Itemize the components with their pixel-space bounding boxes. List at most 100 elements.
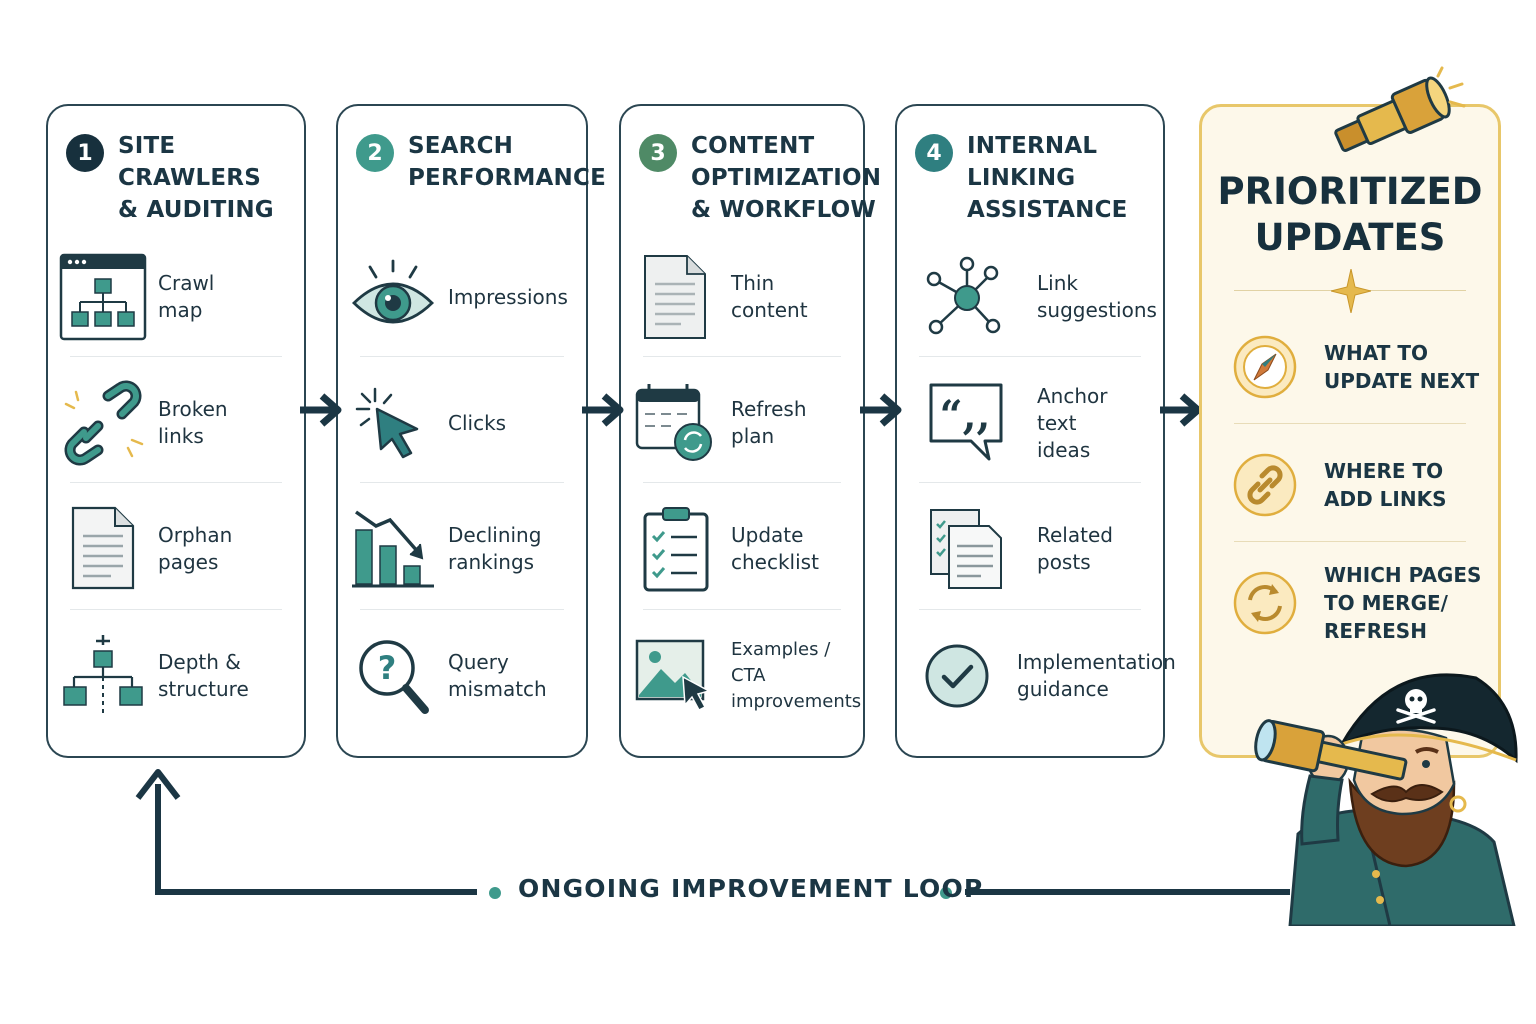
item-label: Query mismatch: [448, 650, 547, 701]
arrow-right-icon: [1160, 393, 1202, 427]
step-number-badge: 3: [639, 134, 677, 172]
loop-connector: [135, 769, 1290, 899]
divider: [919, 356, 1141, 357]
list-item: Where to add links: [1232, 435, 1488, 535]
list-item: Impressions: [338, 234, 586, 360]
divider: [643, 609, 841, 610]
item-label: Update checklist: [731, 523, 819, 574]
item-label: Where to add links: [1324, 459, 1447, 511]
item-label: Orphan pages: [158, 523, 233, 574]
loop-label: ONGOING IMPROVEMENT LOOP: [518, 874, 984, 903]
arrow-right-icon: [860, 393, 902, 427]
divider: [360, 356, 564, 357]
item-label: Related posts: [1037, 523, 1113, 574]
step-title: Search performance: [408, 133, 606, 191]
item-label: Depth & structure: [158, 650, 249, 701]
list-item: Clicks: [338, 360, 586, 486]
stacked-documents-icon: [897, 499, 1037, 599]
declining-bar-chart-icon: [338, 499, 448, 599]
item-label: Refresh plan: [731, 397, 807, 448]
divider: [360, 482, 564, 483]
list-item: ? Query mismatch: [338, 613, 586, 739]
step-title: Site crawlers & auditing: [118, 133, 274, 223]
list-item: Crawl map: [48, 234, 304, 360]
list-item: Thin content: [621, 234, 863, 360]
step-header: 1 Site crawlers & auditing: [66, 130, 304, 226]
divider: [919, 482, 1141, 483]
compass-star-icon: [1331, 269, 1371, 313]
list-item: Orphan pages: [48, 486, 304, 612]
step-card-site-crawlers: 1 Site crawlers & auditing Crawl map: [46, 104, 306, 758]
item-label: Declining rankings: [448, 523, 542, 574]
item-label: What to update next: [1324, 341, 1480, 393]
clipboard-checklist-icon: [621, 499, 731, 599]
item-label: Link suggestions: [1037, 271, 1157, 322]
network-nodes-icon: [897, 247, 1037, 347]
divider: [70, 609, 282, 610]
compass-icon: [1233, 335, 1297, 399]
thin-document-icon: [621, 247, 731, 347]
cursor-click-icon: [338, 373, 448, 473]
divider: [1234, 423, 1466, 424]
divider: [643, 482, 841, 483]
step-header: 2 Search performance: [356, 130, 606, 194]
eye-icon: [338, 247, 448, 347]
prioritized-updates-card: PRIORITIZED UPDATES What to update next …: [1199, 104, 1501, 758]
broken-link-icon: [48, 373, 158, 473]
list-item: Examples / CTA improvements: [621, 613, 863, 739]
list-item: Related posts: [897, 486, 1163, 612]
list-item: Which pages to merge/ refresh: [1232, 553, 1488, 653]
arrow-right-icon: [582, 393, 624, 427]
item-label: Implementation guidance: [1017, 650, 1176, 701]
step-card-content-optimization: 3 Content optimization & workflow Thin c…: [619, 104, 881, 758]
list-item: “,, Anchor text ideas: [897, 360, 1163, 486]
item-label: Thin content: [731, 271, 808, 322]
prioritized-title: PRIORITIZED UPDATES: [1217, 170, 1483, 259]
item-label: Examples / CTA improvements: [731, 639, 862, 712]
link-icon: [1233, 453, 1297, 517]
item-label: Which pages to merge/ refresh: [1324, 563, 1482, 643]
divider: [360, 609, 564, 610]
refresh-arrows-icon: [1233, 571, 1297, 635]
step-number-badge: 2: [356, 134, 394, 172]
step-card-search-performance: 2 Search performance Impressions Clicks: [336, 104, 606, 758]
list-item: Refresh plan: [621, 360, 863, 486]
divider: [70, 356, 282, 357]
list-item: Declining rankings: [338, 486, 586, 612]
spyglass-icon: [1334, 66, 1466, 152]
list-item: Update checklist: [621, 486, 863, 612]
step-title: Internal linking assistance: [967, 133, 1128, 223]
list-item: Link suggestions: [897, 234, 1163, 360]
document-icon: [48, 499, 158, 599]
item-label: Clicks: [448, 410, 507, 435]
list-item: Depth & structure: [48, 613, 304, 739]
divider: [919, 609, 1141, 610]
step-number-badge: 4: [915, 134, 953, 172]
hierarchy-icon: [48, 626, 158, 726]
item-label: Broken links: [158, 397, 228, 448]
step-card-internal-linking: 4 Internal linking assistance Link sugge…: [895, 104, 1176, 758]
calendar-refresh-icon: [621, 373, 731, 473]
list-item: Implementation guidance: [897, 613, 1176, 739]
step-header: 3 Content optimization & workflow: [639, 130, 881, 226]
divider: [1234, 541, 1466, 542]
list-item: What to update next: [1232, 317, 1488, 417]
arrow-right-icon: [300, 393, 342, 427]
quote-bubble-icon: “,,: [897, 373, 1037, 473]
check-circle-icon: [897, 626, 1017, 726]
step-number-badge: 1: [66, 134, 104, 172]
step-title: Content optimization & workflow: [691, 133, 882, 223]
item-label: Impressions: [448, 284, 568, 309]
question-magnifier-icon: ?: [338, 626, 448, 726]
list-item: Broken links: [48, 360, 304, 486]
item-label: Anchor text ideas: [1037, 383, 1108, 462]
divider: [70, 482, 282, 483]
image-cursor-icon: [621, 626, 731, 726]
sitemap-icon: [48, 247, 158, 347]
svg-text:“,,: “,,: [940, 392, 991, 439]
pirate-with-spyglass: [1254, 673, 1518, 926]
step-header: 4 Internal linking assistance: [915, 130, 1163, 226]
divider: [643, 356, 841, 357]
item-label: Crawl map: [158, 271, 215, 322]
svg-text:?: ?: [378, 649, 397, 687]
